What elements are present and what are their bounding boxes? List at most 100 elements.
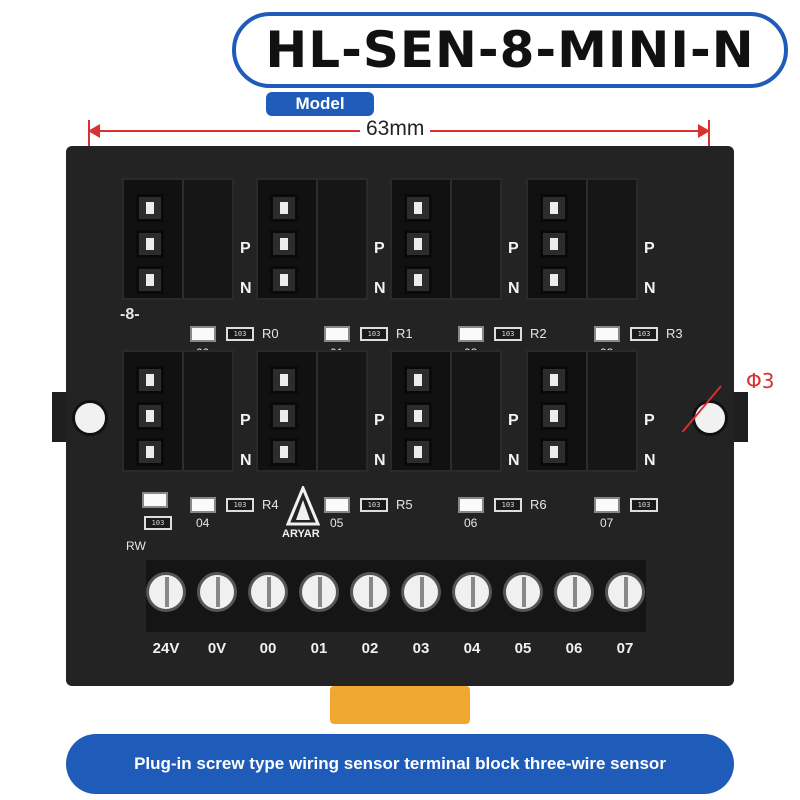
status-led bbox=[324, 497, 350, 513]
wire-slot[interactable] bbox=[136, 366, 164, 394]
pin-label-n: N bbox=[240, 280, 252, 297]
wire-slot[interactable] bbox=[540, 266, 568, 294]
wire-slot[interactable] bbox=[540, 366, 568, 394]
wire-slot[interactable] bbox=[270, 402, 298, 430]
channel-label: 06 bbox=[464, 516, 478, 530]
terminal-screw[interactable] bbox=[605, 572, 645, 612]
module-latch bbox=[450, 180, 500, 298]
terminal-label: 05 bbox=[514, 640, 532, 657]
plug-in-module[interactable] bbox=[526, 178, 638, 300]
dimension-arrow-right-icon bbox=[698, 124, 710, 138]
wire-slot[interactable] bbox=[404, 194, 432, 222]
wire-slot[interactable] bbox=[540, 194, 568, 222]
channel-label: 07 bbox=[600, 516, 614, 530]
terminal-label: 04 bbox=[463, 640, 481, 657]
terminal-label: 02 bbox=[361, 640, 379, 657]
wire-slot[interactable] bbox=[136, 266, 164, 294]
pin-label-n: N bbox=[374, 452, 386, 469]
resistor-label: R1 bbox=[396, 326, 413, 341]
resistor: 103 bbox=[494, 498, 522, 512]
pin-label-n: N bbox=[374, 280, 386, 297]
plug-in-module[interactable] bbox=[122, 350, 234, 472]
terminal-screw[interactable] bbox=[554, 572, 594, 612]
wire-slot[interactable] bbox=[136, 438, 164, 466]
channel-label: 04 bbox=[196, 516, 210, 530]
model-title: HL-SEN-8-MINI-N bbox=[265, 21, 755, 79]
resistor: 103 bbox=[360, 498, 388, 512]
wire-slot[interactable] bbox=[136, 194, 164, 222]
power-led bbox=[142, 492, 168, 508]
resistor: 103 bbox=[630, 327, 658, 341]
resistor: 103 bbox=[494, 327, 522, 341]
pin-label-p: P bbox=[240, 240, 251, 257]
status-led bbox=[594, 497, 620, 513]
wire-slot[interactable] bbox=[540, 438, 568, 466]
resistor: 103 bbox=[226, 327, 254, 341]
module-latch bbox=[182, 352, 232, 470]
mount-hole-right bbox=[692, 400, 728, 436]
brand-name: ARYAR bbox=[282, 528, 320, 540]
model-title-pill: HL-SEN-8-MINI-N bbox=[232, 12, 788, 88]
terminal-label: 07 bbox=[616, 640, 634, 657]
model-tab: Model bbox=[266, 92, 374, 116]
wire-slot[interactable] bbox=[404, 230, 432, 258]
channel-label: 05 bbox=[330, 516, 344, 530]
plug-in-module[interactable] bbox=[390, 178, 502, 300]
status-led bbox=[324, 326, 350, 342]
terminal-screw[interactable] bbox=[299, 572, 339, 612]
terminal-label: 01 bbox=[310, 640, 328, 657]
plug-in-module[interactable] bbox=[256, 178, 368, 300]
wire-slot[interactable] bbox=[270, 230, 298, 258]
plug-in-module[interactable] bbox=[256, 350, 368, 472]
terminal-screw[interactable] bbox=[503, 572, 543, 612]
wire-slot[interactable] bbox=[540, 230, 568, 258]
wire-slot[interactable] bbox=[270, 366, 298, 394]
terminal-screw[interactable] bbox=[401, 572, 441, 612]
pin-label-p: P bbox=[374, 412, 385, 429]
module-latch bbox=[316, 180, 366, 298]
terminal-screw[interactable] bbox=[146, 572, 186, 612]
status-led bbox=[458, 497, 484, 513]
wire-slot[interactable] bbox=[270, 194, 298, 222]
mount-hole-left bbox=[72, 400, 108, 436]
module-latch bbox=[182, 180, 232, 298]
resistor-label: R2 bbox=[530, 326, 547, 341]
rw-label: RW bbox=[126, 539, 146, 553]
status-led bbox=[458, 326, 484, 342]
wire-slot[interactable] bbox=[404, 402, 432, 430]
wire-slot[interactable] bbox=[270, 438, 298, 466]
pin-label-p: P bbox=[374, 240, 385, 257]
hole-diameter-label: Φ3 bbox=[746, 369, 775, 393]
status-led bbox=[190, 497, 216, 513]
wire-slot[interactable] bbox=[404, 366, 432, 394]
pin-label-n: N bbox=[644, 280, 656, 297]
resistor-label: R4 bbox=[262, 497, 279, 512]
wire-slot[interactable] bbox=[540, 402, 568, 430]
side-model-label: -8- bbox=[120, 306, 140, 323]
wire-slot[interactable] bbox=[136, 230, 164, 258]
resistor: 103 bbox=[360, 327, 388, 341]
pin-label-n: N bbox=[508, 280, 520, 297]
wire-slot[interactable] bbox=[404, 438, 432, 466]
terminal-label: 24V bbox=[152, 640, 180, 657]
plug-in-module[interactable] bbox=[526, 350, 638, 472]
module-latch bbox=[586, 180, 636, 298]
terminal-screw[interactable] bbox=[452, 572, 492, 612]
power-resistor: 103 bbox=[144, 516, 172, 530]
pin-label-p: P bbox=[644, 412, 655, 429]
resistor-label: R0 bbox=[262, 326, 279, 341]
wire-slot[interactable] bbox=[404, 266, 432, 294]
dimension-width-label: 63mm bbox=[360, 117, 431, 141]
wire-slot[interactable] bbox=[136, 402, 164, 430]
terminal-screw[interactable] bbox=[197, 572, 237, 612]
wire-slot[interactable] bbox=[270, 266, 298, 294]
pin-label-p: P bbox=[508, 240, 519, 257]
plug-in-module[interactable] bbox=[122, 178, 234, 300]
status-led bbox=[594, 326, 620, 342]
terminal-screw[interactable] bbox=[350, 572, 390, 612]
brand-logo-icon bbox=[286, 486, 320, 526]
plug-in-module[interactable] bbox=[390, 350, 502, 472]
terminal-screw[interactable] bbox=[248, 572, 288, 612]
pin-label-p: P bbox=[644, 240, 655, 257]
resistor-label: R6 bbox=[530, 497, 547, 512]
